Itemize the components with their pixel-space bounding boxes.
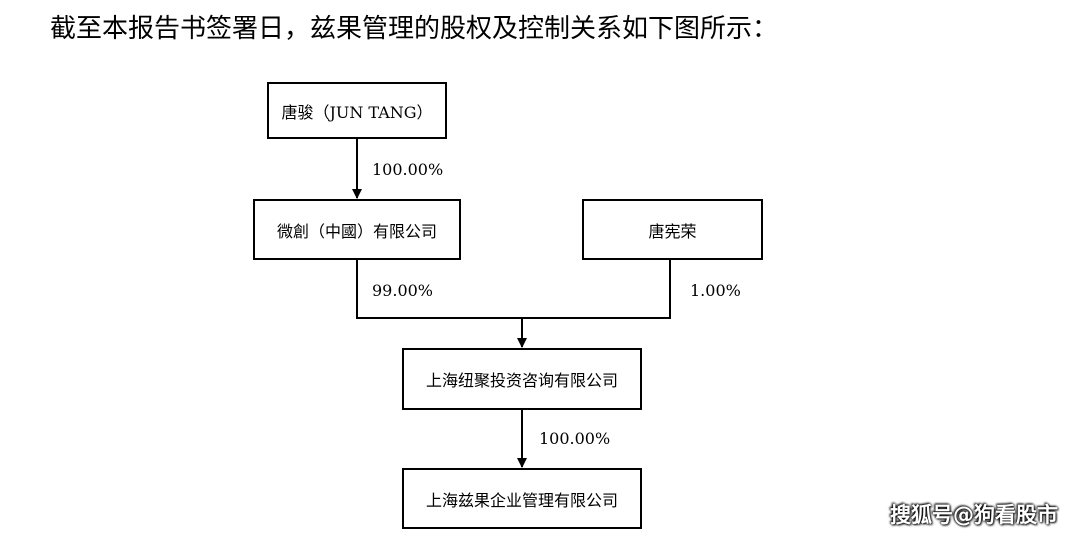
pct-niuju-to-ziguo: 100.00% — [539, 429, 611, 448]
watermark: 搜狐号@狗看股市 — [890, 503, 1058, 527]
pct-tang-xianrong-to-niuju: 1.00% — [690, 281, 741, 300]
node-shanghai-niuju: 上海纽聚投资咨询有限公司 — [402, 348, 642, 410]
node-tang-xianrong: 唐宪荣 — [582, 199, 763, 260]
pct-weichuang-to-niuju: 99.00% — [372, 281, 434, 300]
node-weichuang-china: 微創（中國）有限公司 — [253, 199, 461, 260]
edge-merge-to-niuju — [356, 259, 671, 319]
page-heading: 截至本报告书签署日，兹果管理的股权及控制关系如下图所示： — [50, 14, 779, 44]
node-tang-jun: 唐骏（JUN TANG） — [267, 82, 447, 139]
pct-tang-jun-to-weichuang: 100.00% — [372, 160, 444, 179]
node-shanghai-ziguo: 上海兹果企业管理有限公司 — [402, 468, 642, 529]
